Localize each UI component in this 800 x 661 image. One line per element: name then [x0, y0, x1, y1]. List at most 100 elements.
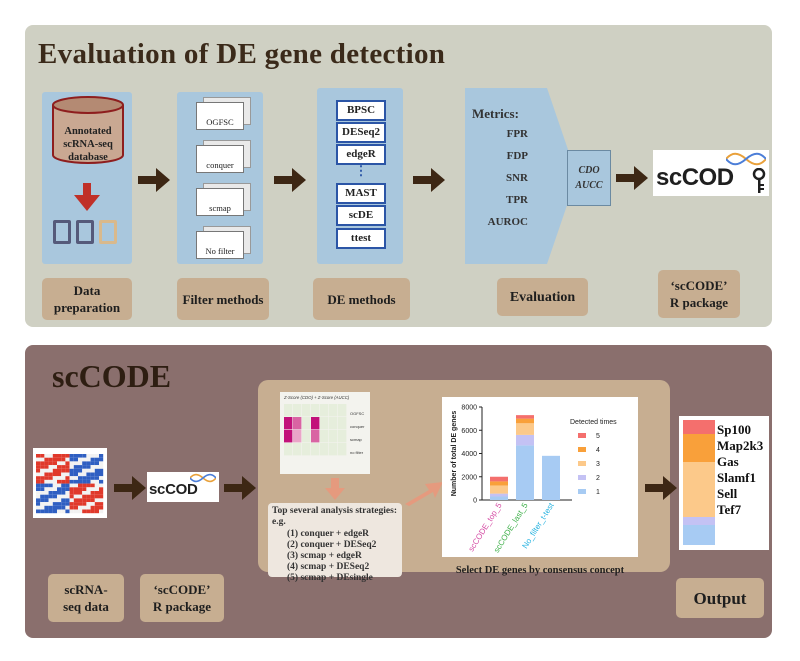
heatmap-cell [94, 468, 99, 473]
heatmap-cell [78, 472, 83, 477]
heatmap-cell [61, 494, 66, 499]
heatmap-cell [94, 483, 99, 488]
heatmap-cell [86, 461, 91, 466]
heatmap-cell [90, 472, 95, 477]
heatmap-cell [86, 468, 91, 473]
heatmap-cell [48, 472, 53, 477]
output-bar-2 [683, 517, 715, 525]
de-method-edger: edgeR [336, 144, 386, 165]
sccode-logo-small [147, 472, 219, 502]
heatmap-cell [40, 454, 45, 458]
heatmap-cell [65, 468, 70, 473]
heatmap-cell [69, 502, 74, 506]
stage-label-scrna-data: scRNA-seq data [48, 574, 124, 622]
strategy-item: (1) conquer + edgeR [287, 529, 370, 539]
zscore-cell [329, 443, 338, 456]
heatmap-cell [40, 472, 45, 477]
heatmap-cell [52, 461, 57, 466]
filter-card-conquer: conquer [196, 145, 244, 173]
output-bar-3 [683, 462, 715, 517]
de-method-mast: MAST [336, 183, 386, 204]
y-axis-label: Number of total DE genes [451, 411, 458, 497]
heatmap-cell [48, 454, 53, 458]
zscore-cell [320, 417, 329, 430]
stage-label-de-methods: DE methods [313, 278, 410, 320]
heatmap-cell [40, 468, 45, 473]
heatmap-cell [86, 483, 91, 488]
heatmap-cell [65, 491, 70, 495]
heatmap-cell [36, 502, 41, 506]
zscore-cell [320, 443, 329, 456]
heatmap-cell [78, 468, 83, 473]
heatmap-cell [73, 502, 78, 506]
filter-card-ogfsc: OGFSC [196, 102, 244, 130]
heatmap-cell [57, 483, 62, 488]
heatmap-cell [40, 476, 45, 480]
arrow-down-icon [74, 183, 100, 211]
heatmap-cell [36, 476, 41, 480]
metric-auroc: AUROC [487, 216, 528, 228]
heatmap-row-label: no filter [350, 450, 364, 455]
heatmap-cell [40, 465, 45, 469]
heatmap-cell [90, 457, 95, 462]
heatmap-cell [90, 454, 95, 458]
bar-segment [490, 476, 508, 482]
heatmap-cell [36, 483, 41, 488]
database-label: Annotated scRNA-seq database [63, 126, 113, 163]
bar-segment [542, 455, 560, 500]
arrow-right-icon [114, 476, 146, 500]
metric-fdp: FDP [506, 150, 528, 162]
document-icon [53, 220, 71, 244]
heatmap-cell [69, 491, 74, 495]
heatmap-cell [61, 472, 66, 477]
heatmap-cell [94, 505, 99, 510]
heatmap-cell [52, 498, 57, 503]
heatmap-cell [40, 487, 45, 491]
output-gene: Sell [717, 486, 738, 501]
heatmap-cell [94, 509, 99, 514]
heatmap-cell [99, 476, 104, 480]
heatmap-cell [61, 476, 66, 480]
heatmap-cell [99, 468, 104, 473]
heatmap-cell [78, 483, 83, 488]
heatmap-cell [69, 509, 74, 514]
heatmap-cell [86, 476, 91, 480]
heatmap-cell [57, 457, 62, 462]
heatmap-cell [73, 509, 78, 514]
metric-snr: SNR [505, 172, 528, 184]
heatmap-cell [61, 491, 66, 495]
heatmap-cell [48, 487, 53, 491]
zscore-cell [329, 430, 338, 443]
heatmap-cell [82, 457, 87, 462]
heatmap-cell [44, 454, 49, 458]
heatmap-cell [36, 472, 41, 477]
heatmap-cell [78, 502, 83, 506]
top-panel-title: Evaluation of DE gene detection [38, 38, 446, 70]
metrics-header: Metrics: [472, 106, 519, 121]
heatmap-cell [40, 483, 45, 488]
heatmap-cell [48, 494, 53, 499]
heatmap-cell [65, 509, 70, 514]
zscore-cell [338, 443, 347, 456]
heatmap-cell [73, 476, 78, 480]
heatmap-cell [61, 505, 66, 510]
heatmap-cell [69, 457, 74, 462]
zscore-cell [293, 417, 302, 430]
heatmap-cell [73, 468, 78, 473]
heatmap-cell [40, 509, 45, 514]
zscore-cell [293, 443, 302, 456]
heatmap-cell [44, 509, 49, 514]
zscore-cell [311, 417, 320, 430]
arrow-down-icon [325, 478, 345, 500]
heatmap-cell [86, 509, 91, 514]
heatmap-cell [90, 476, 95, 480]
consensus-caption: Select DE genes by consensus concept [455, 565, 625, 576]
metric-tpr: TPR [506, 194, 528, 206]
heatmap-cell [61, 465, 66, 469]
legend-label: 5 [596, 433, 600, 440]
heatmap-cell [36, 461, 41, 466]
heatmap-cell [52, 509, 57, 514]
heatmap-cell [48, 468, 53, 473]
heatmap-cell [52, 491, 57, 495]
heatmap-cell [48, 465, 53, 469]
